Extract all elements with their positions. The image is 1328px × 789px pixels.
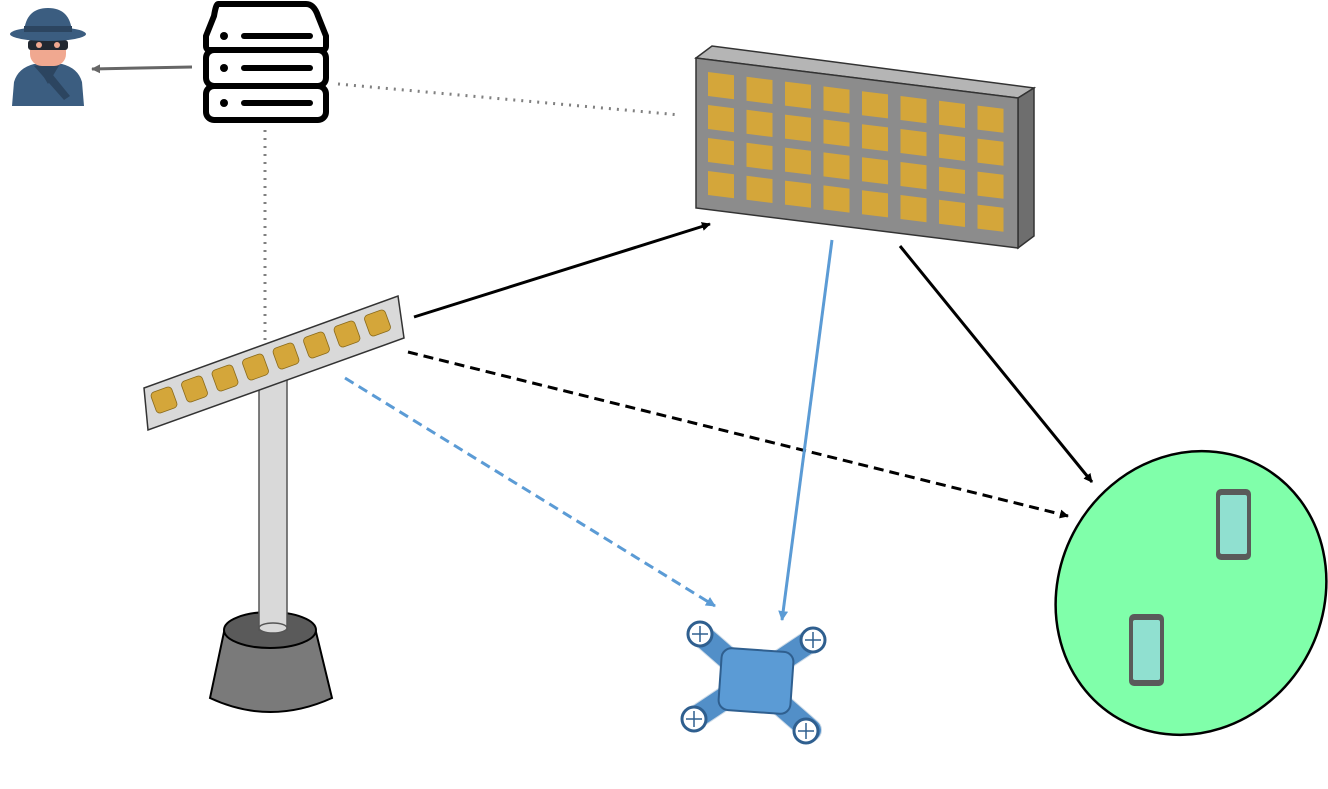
- user-area-icon: [1054, 449, 1328, 737]
- ris-element: [746, 109, 773, 137]
- phone-icon: [1129, 614, 1164, 686]
- ris-element: [823, 119, 850, 147]
- spy-icon: [10, 8, 86, 106]
- ris-element: [746, 175, 773, 203]
- ris-element: [785, 147, 811, 175]
- ris-element: [900, 129, 927, 157]
- rotor: [686, 620, 714, 648]
- link-base-station-user-area: [407, 350, 1069, 519]
- ris-element: [977, 138, 1004, 166]
- ris-element: [939, 100, 965, 128]
- antenna-element: [364, 309, 391, 337]
- ris-element: [785, 114, 811, 142]
- ris-element: [746, 76, 773, 104]
- antenna-elements: [150, 309, 391, 414]
- ris-panel-icon: [694, 45, 1037, 250]
- rotor: [799, 626, 827, 654]
- antenna-element: [181, 375, 208, 403]
- ris-element: [823, 86, 850, 114]
- link-ris-uav: [778, 239, 834, 621]
- ris-element: [900, 162, 927, 190]
- phone-icon: [1216, 489, 1251, 560]
- ris-element: [977, 171, 1004, 199]
- ris-element: [708, 171, 734, 199]
- ris-element: [939, 199, 965, 227]
- ris-element: [939, 133, 965, 161]
- ris-element: [823, 152, 850, 180]
- link-ris-user-area: [898, 245, 1094, 483]
- ris-element: [708, 138, 734, 166]
- ris-element: [862, 124, 888, 152]
- ris-element: [823, 185, 850, 213]
- antenna-element: [333, 320, 361, 348]
- ris-elements: [708, 72, 1004, 232]
- ris-element: [785, 180, 811, 208]
- antenna-array-icon: [143, 294, 405, 713]
- link-base-station-uav: [344, 376, 716, 608]
- ris-element: [977, 105, 1004, 133]
- ris-element: [785, 81, 811, 109]
- ris-element: [977, 204, 1004, 232]
- ris-element: [900, 96, 927, 124]
- server-icon: [203, 1, 329, 123]
- ris-element: [862, 157, 888, 185]
- ris-element: [746, 142, 773, 170]
- ris-element: [862, 91, 888, 119]
- ris-element: [939, 166, 965, 194]
- antenna-element: [211, 364, 239, 392]
- link-server-ris: [337, 82, 681, 117]
- drone-icon: [680, 620, 827, 745]
- antenna-element: [272, 342, 300, 370]
- antenna-element: [242, 353, 269, 381]
- links: [91, 64, 1094, 621]
- antenna-element: [150, 386, 178, 414]
- rotor: [792, 717, 820, 745]
- ris-element: [708, 72, 734, 100]
- rotor: [680, 705, 708, 733]
- antenna-element: [303, 331, 330, 359]
- ris-element: [708, 105, 734, 133]
- ris-element: [900, 195, 927, 223]
- link-server-eavesdropper: [91, 64, 193, 74]
- link-base-station-ris: [413, 222, 711, 319]
- ris-element: [862, 190, 888, 218]
